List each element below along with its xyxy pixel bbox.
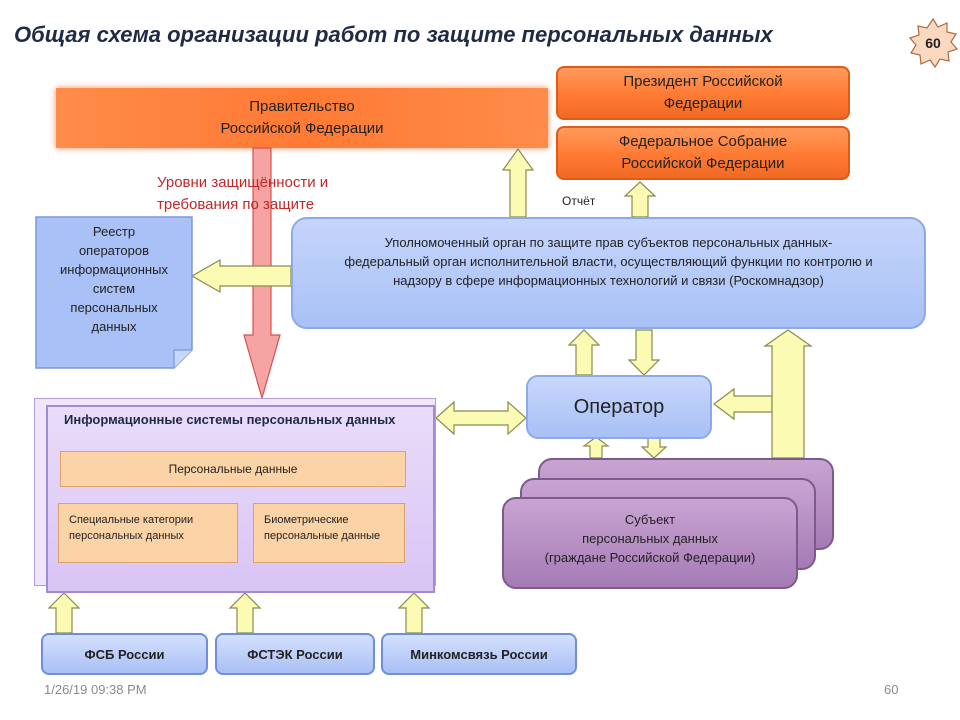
protection-levels-line-2: требования по защите: [157, 196, 315, 213]
roskomnadzor-line-2: федеральный орган исполнительной власти,…: [344, 254, 873, 269]
arrow-up-assembly-icon: [623, 181, 657, 218]
registry-line-2: операторов: [78, 243, 150, 258]
special-categories-line-2: персональных данных: [69, 530, 184, 542]
minkomsvyaz-box: Минкомсвязь России: [381, 633, 577, 675]
report-label: Отчёт: [562, 194, 596, 208]
president-box: Президент Российской Федерации: [556, 66, 850, 120]
federal-assembly-line-1: Федеральное Собрание: [618, 133, 788, 150]
info-systems-box: [46, 405, 435, 593]
roskomnadzor-box: Уполномоченный орган по защите прав субъ…: [291, 217, 926, 329]
registry-line-6: данных: [91, 319, 137, 334]
government-box: Правительство Российской Федерации: [56, 88, 548, 148]
roskomnadzor-line-1: Уполномоченный орган по защите прав субъ…: [384, 235, 833, 250]
page-title: Общая схема организации работ по защите …: [14, 22, 773, 47]
subject-line-2: персональных данных: [582, 531, 718, 546]
roskomnadzor-line-3: надзору в сфере информационных технологи…: [393, 273, 824, 288]
double-arrow-is-operator-icon: [435, 400, 527, 436]
government-line-1: Правительство: [249, 98, 355, 115]
fstek-box: ФСТЭК России: [215, 633, 375, 675]
slide-number-badge-icon: [908, 18, 958, 68]
special-categories-line-1: Специальные категории: [69, 514, 194, 526]
president-line-2: Федерации: [663, 95, 743, 112]
biometric-line-2: персональные данные: [264, 530, 381, 542]
protection-levels-line-1: Уровни защищённости и: [157, 174, 329, 191]
protection-levels-label: Уровни защищённости и требования по защи…: [157, 172, 328, 216]
special-categories-box: Специальные категории персональных данны…: [58, 503, 238, 563]
arrow-up-subject-rkn-icon: [763, 329, 813, 459]
arrow-up-fsb-icon: [47, 592, 81, 634]
registry-line-5: персональных: [70, 300, 158, 315]
arrow-up-government-icon: [501, 147, 535, 218]
registry-label: Реестр операторов информационных систем …: [36, 222, 192, 336]
operator-box: Оператор: [526, 375, 712, 439]
federal-assembly-box: Федеральное Собрание Российской Федераци…: [556, 126, 850, 180]
arrow-left-registry-icon: [190, 258, 292, 294]
footer-date: 1/26/19 09:38 PM: [44, 682, 147, 697]
personal-data-box: Персональные данные: [60, 451, 406, 487]
biometric-data-box: Биометрические персональные данные: [253, 503, 405, 563]
arrow-up-minkomsvyaz-icon: [397, 592, 431, 634]
registry-line-3: информационных: [60, 262, 168, 277]
biometric-line-1: Биометрические: [264, 514, 349, 526]
arrow-left-operator-icon: [713, 387, 773, 421]
arrow-up-operator-rkn-icon: [567, 329, 601, 376]
arrow-up-fstek-icon: [228, 592, 262, 634]
arrow-up-subject-operator-icon: [582, 436, 610, 459]
registry-line-1: Реестр: [92, 224, 136, 239]
slide-number-badge: 60: [925, 35, 941, 51]
registry-line-4: систем: [92, 281, 136, 296]
subject-box-front: [502, 497, 798, 589]
government-line-2: Российской Федерации: [220, 120, 384, 137]
federal-assembly-line-2: Российской Федерации: [621, 155, 785, 172]
info-systems-title: Информационные системы персональных данн…: [64, 412, 396, 427]
subject-line-3: (граждане Российской Федерации): [544, 550, 756, 565]
fsb-box: ФСБ России: [41, 633, 208, 675]
arrow-down-operator-subject-icon: [640, 436, 668, 459]
arrow-down-rkn-operator-icon: [627, 329, 661, 376]
subject-label: Субъект персональных данных (граждане Ро…: [502, 510, 798, 567]
footer-page-number: 60: [884, 682, 899, 697]
president-line-1: Президент Российской: [623, 73, 783, 90]
subject-line-1: Субъект: [624, 512, 676, 527]
